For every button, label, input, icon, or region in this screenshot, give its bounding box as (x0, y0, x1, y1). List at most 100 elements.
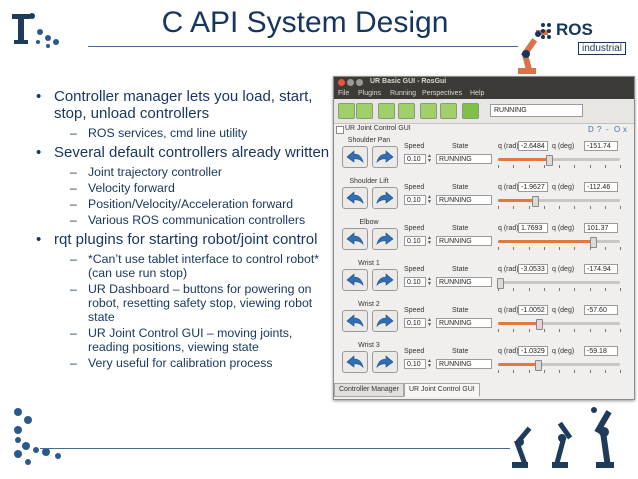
jog-positive-button[interactable] (372, 228, 398, 250)
jog-negative-button[interactable] (342, 146, 368, 168)
sub-bullet: UR Dashboard – buttons for powering on r… (32, 282, 332, 324)
plugin-checkbox[interactable] (336, 126, 344, 134)
speed-spinner[interactable]: ▲▼ (427, 194, 432, 205)
close-window-icon[interactable] (338, 79, 345, 86)
jog-positive-button[interactable] (372, 351, 398, 373)
brake-release-button[interactable] (356, 103, 373, 119)
q-deg-label: q (deg) (552, 143, 575, 150)
slider-tick (574, 247, 576, 250)
joint-name: Wrist 1 (358, 260, 380, 267)
sub-bullet: Very useful for calibration process (32, 356, 332, 370)
slider-tick (543, 247, 545, 250)
q-rad-label: q (rad) (498, 307, 519, 314)
joint-position-slider[interactable] (497, 278, 620, 289)
menu-plugins[interactable]: Plugins (358, 90, 381, 97)
close-icon[interactable]: x (623, 125, 627, 134)
menu-help[interactable]: Help (470, 90, 485, 97)
speed-input[interactable]: 0.10 (404, 318, 426, 328)
speed-spinner[interactable]: ▲▼ (427, 153, 432, 164)
robot-mode-button[interactable] (462, 103, 479, 119)
play-button[interactable] (378, 103, 395, 119)
slider-tick (604, 288, 606, 291)
speed-spinner[interactable]: ▲▼ (427, 235, 432, 246)
slider-tick (498, 206, 499, 209)
power-on-button[interactable] (338, 103, 355, 119)
slider-ticks (498, 247, 621, 251)
slider-tick (513, 247, 515, 250)
speed-label: Speed (404, 348, 425, 355)
menu-running[interactable]: Running (390, 90, 417, 97)
slider-tick (589, 206, 591, 209)
jog-negative-button[interactable] (342, 351, 368, 373)
q-deg-field: -151.74 (584, 141, 618, 151)
minimize-window-icon[interactable] (347, 79, 354, 86)
wifi-status-button[interactable] (420, 103, 437, 119)
q-rad-field: -1.9627 (518, 182, 548, 192)
slider-ticks (498, 165, 621, 169)
state-label: State (452, 348, 469, 355)
slider-tick (620, 370, 621, 373)
joint-position-slider[interactable] (498, 196, 620, 207)
slider-tick (604, 206, 606, 209)
slider-tick (513, 329, 515, 332)
maximize-window-icon[interactable] (356, 79, 363, 86)
joint-name: Shoulder Lift (349, 178, 389, 185)
jog-positive-button[interactable] (372, 187, 398, 209)
speed-input[interactable]: 0.10 (404, 236, 426, 246)
power-button[interactable] (398, 103, 415, 119)
slider-tick (543, 329, 545, 332)
jog-positive-button[interactable] (372, 310, 398, 332)
slider-tick (528, 165, 530, 168)
sub-bullet: Velocity forward (32, 181, 332, 195)
safety-status-button[interactable] (440, 103, 457, 119)
jog-negative-button[interactable] (342, 228, 368, 250)
speed-input[interactable]: 0.10 (404, 154, 426, 164)
speed-spinner[interactable]: ▲▼ (427, 276, 432, 287)
plugin-title: UR Joint Control GUI (345, 125, 411, 132)
jog-negative-button[interactable] (342, 310, 368, 332)
ur-basic-gui-window: UR Basic GUI - RosGui File Plugins Runni… (333, 76, 635, 400)
joint-position-slider[interactable] (498, 360, 620, 371)
slider-handle[interactable] (535, 360, 543, 371)
jog-negative-button[interactable] (342, 269, 368, 291)
slider-tick (604, 329, 606, 332)
q-rad-field: -2.6484 (518, 141, 548, 151)
menu-file[interactable]: File (338, 90, 350, 97)
slider-fill (498, 199, 535, 202)
slider-tick (620, 206, 621, 209)
menu-perspectives[interactable]: Perspectives (422, 90, 463, 97)
tab-controller-manager[interactable]: Controller Manager (334, 383, 404, 397)
speed-input[interactable]: 0.10 (404, 359, 426, 369)
slider-fill (498, 363, 539, 366)
joint-position-slider[interactable] (498, 319, 620, 330)
minimize-icon[interactable]: - (606, 125, 609, 134)
slider-handle[interactable] (536, 319, 544, 330)
dock-icon[interactable]: D (588, 125, 594, 134)
speed-spinner[interactable]: ▲▼ (427, 317, 432, 328)
sub-bullet: UR Joint Control GUI – moving joints, re… (32, 326, 332, 354)
jog-positive-button[interactable] (372, 269, 398, 291)
slider-tick (620, 329, 621, 332)
slider-handle[interactable] (590, 237, 598, 248)
float-icon[interactable]: O (614, 125, 621, 134)
slider-handle[interactable] (546, 155, 554, 166)
speed-spinner[interactable]: ▲▼ (427, 358, 432, 369)
state-label: State (452, 266, 469, 273)
slider-tick (574, 288, 576, 291)
speed-input[interactable]: 0.10 (404, 277, 426, 287)
slider-handle[interactable] (531, 196, 539, 207)
q-deg-label: q (deg) (552, 348, 575, 355)
q-rad-label: q (rad) (498, 143, 519, 150)
speed-input[interactable]: 0.10 (404, 195, 426, 205)
jog-positive-button[interactable] (372, 146, 398, 168)
help-icon[interactable]: ? (597, 125, 602, 134)
joint-position-slider[interactable] (498, 237, 620, 248)
joint-position-slider[interactable] (498, 155, 620, 166)
slider-ticks (498, 206, 621, 210)
q-deg-field: -112.46 (584, 182, 618, 192)
tab-ur-joint-control[interactable]: UR Joint Control GUI (404, 383, 480, 397)
speed-label: Speed (404, 143, 425, 150)
jog-negative-button[interactable] (342, 187, 368, 209)
slider-handle[interactable] (497, 278, 505, 289)
